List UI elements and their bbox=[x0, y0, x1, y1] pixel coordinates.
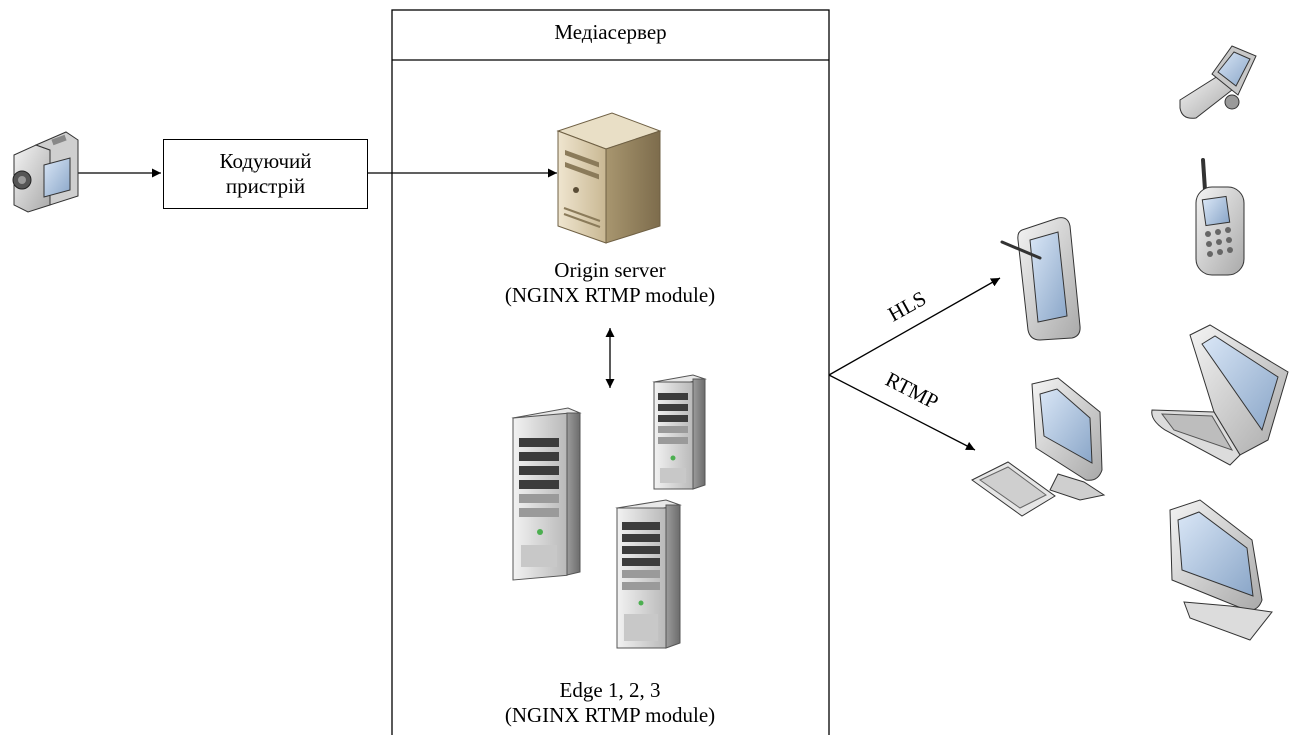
flip-phone-icon bbox=[1179, 45, 1257, 119]
edge-servers-module: (NGINX RTMP module) bbox=[504, 703, 716, 727]
rack-server-icon bbox=[511, 407, 582, 581]
hls-arrow bbox=[828, 277, 1001, 376]
tablet-icon bbox=[1000, 217, 1081, 341]
monitor-icon bbox=[1169, 499, 1273, 641]
laptop-icon bbox=[1151, 324, 1289, 466]
rack-server-icon bbox=[615, 499, 682, 649]
encoder-label-line1: Кодуючий bbox=[219, 149, 312, 173]
edge-servers-name: Edge 1, 2, 3 bbox=[559, 678, 661, 702]
rtmp-arrow bbox=[828, 374, 976, 451]
mediaserver-title: Медіасервер bbox=[554, 20, 667, 44]
edge-servers-label: Edge 1, 2, 3 (NGINX RTMP module) bbox=[440, 678, 780, 728]
encoder-box: Кодуючий пристрій bbox=[163, 139, 368, 209]
mobile-phone-icon bbox=[1195, 158, 1245, 276]
video-camera-icon bbox=[12, 131, 79, 213]
origin-server-name: Origin server bbox=[554, 258, 666, 282]
rack-server-icon bbox=[652, 374, 707, 490]
origin-server-module: (NGINX RTMP module) bbox=[504, 283, 716, 307]
tower-server-icon bbox=[556, 112, 662, 244]
hls-label: HLS bbox=[884, 286, 930, 326]
origin-server-label: Origin server (NGINX RTMP module) bbox=[440, 258, 780, 308]
encoder-label-line2: пристрій bbox=[225, 174, 306, 198]
desktop-computer-icon bbox=[971, 377, 1106, 517]
